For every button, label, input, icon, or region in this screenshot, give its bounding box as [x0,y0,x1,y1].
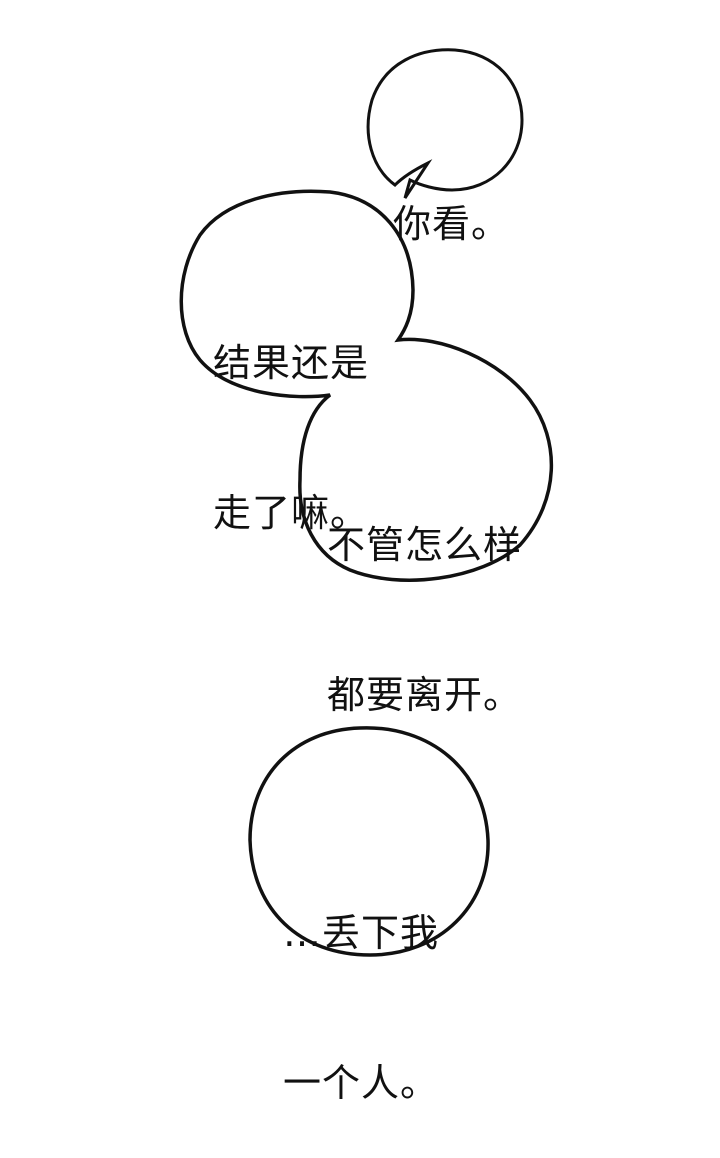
speech-bubble-3-text: 不管怎么样 都要离开。 [327,420,522,770]
speech-bubble-2-3-outline [179,189,554,582]
bubble-3-line-2: 都要离开。 [327,673,523,717]
bubble-2-line-2: 走了嘛。 [213,491,370,535]
speech-bubble-2-text: 结果还是 走了嘛。 [213,238,369,588]
bubble-4-line-1: …丢下我 [283,911,440,955]
speech-bubble-1-text: 你看。 [393,99,510,299]
speech-bubble-4-outline [248,726,490,957]
bubble-3-line-1: 不管怎么样 [327,523,523,567]
bubble-1-line-1: 你看。 [393,202,511,246]
speech-bubble-4-text: …丢下我 一个人。 [283,808,439,1158]
speech-bubbles-layer [179,48,554,957]
bubble-2-line-1: 结果还是 [213,341,370,385]
speech-bubble-1-outline [366,48,524,199]
bubble-4-line-2: 一个人。 [283,1061,440,1105]
